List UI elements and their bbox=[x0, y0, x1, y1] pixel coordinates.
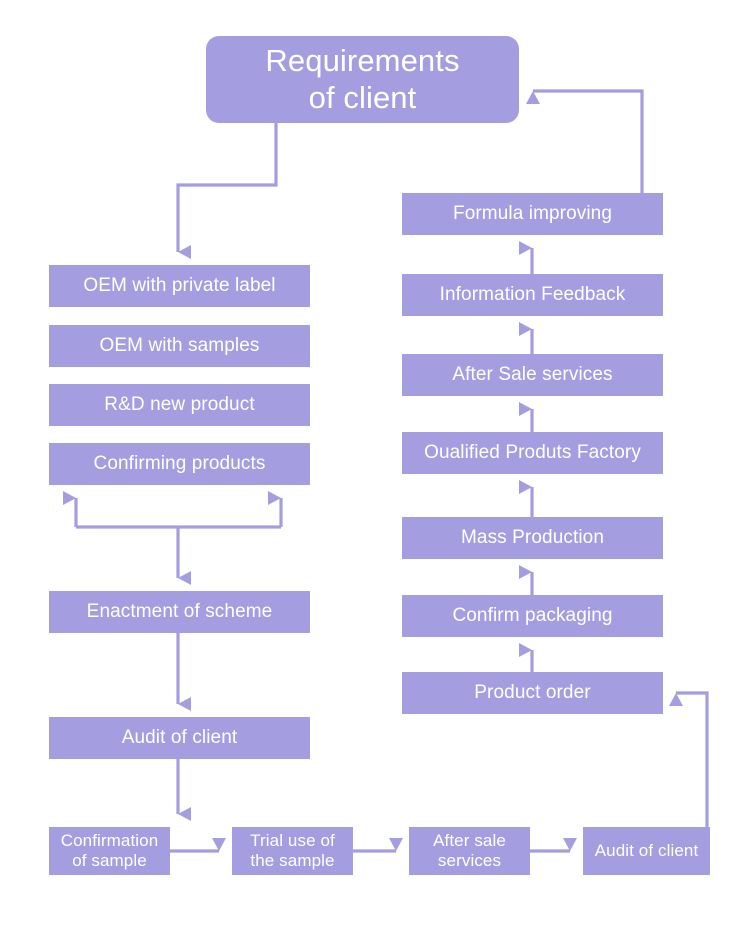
connector-auditclient-to-product-order bbox=[669, 691, 709, 827]
node-mass-production[interactable]: Mass Production bbox=[402, 517, 663, 559]
node-audit-of-client-left[interactable]: Audit of client bbox=[49, 717, 310, 759]
node-information-feedback[interactable]: Information Feedback bbox=[402, 274, 663, 316]
node-audit-of-client-bottom[interactable]: Audit of client bbox=[583, 827, 710, 875]
node-rnd-new-product[interactable]: R&D new product bbox=[49, 384, 310, 426]
node-after-sale-services-bottom[interactable]: After sale services bbox=[409, 827, 530, 875]
connector-requirements-to-oem bbox=[176, 123, 278, 259]
node-oem-with-private-label[interactable]: OEM with private label bbox=[49, 265, 310, 307]
node-product-order[interactable]: Product order bbox=[402, 672, 663, 714]
connector-formula-to-requirements bbox=[526, 89, 644, 193]
node-enactment-of-scheme[interactable]: Enactment of scheme bbox=[49, 591, 310, 633]
node-oem-with-samples[interactable]: OEM with samples bbox=[49, 325, 310, 367]
node-requirements-of-client[interactable]: Requirements of client bbox=[206, 36, 519, 123]
node-after-sale-services[interactable]: After Sale services bbox=[402, 354, 663, 396]
node-confirm-packaging[interactable]: Confirm packaging bbox=[402, 595, 663, 637]
node-confirmation-of-sample[interactable]: Confirmation of sample bbox=[49, 827, 170, 875]
node-formula-improving[interactable]: Formula improving bbox=[402, 193, 663, 235]
node-qualified-products-factory[interactable]: Oualified Produts Factory bbox=[402, 432, 663, 474]
node-confirming-products[interactable]: Confirming products bbox=[49, 443, 310, 485]
node-trial-use-of-the-sample[interactable]: Trial use of the sample bbox=[232, 827, 353, 875]
